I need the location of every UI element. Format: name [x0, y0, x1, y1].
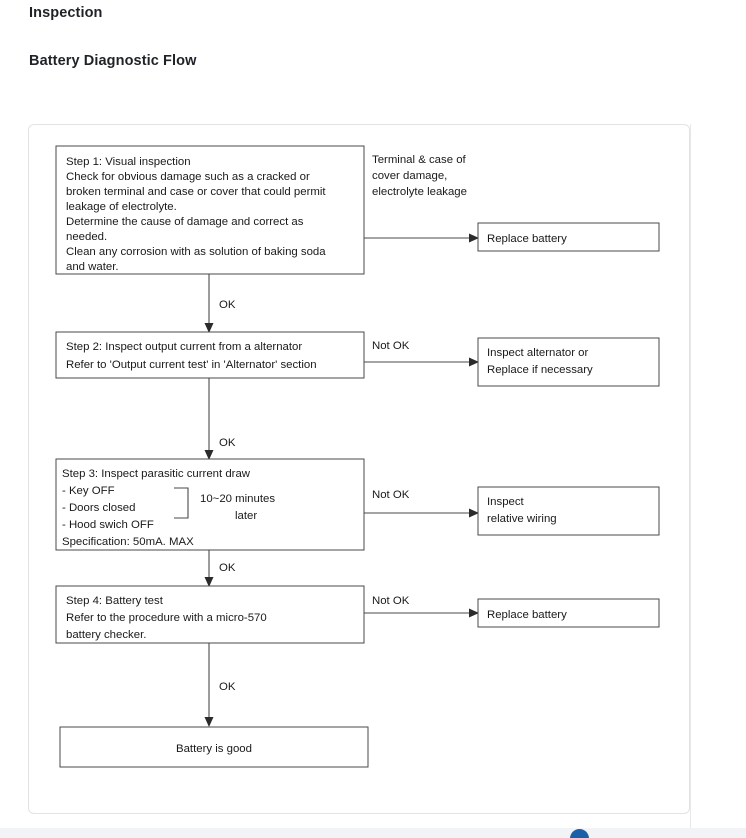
- side-note-line-2: electrolyte leakage: [372, 186, 467, 198]
- diagram-card: Step 1: Visual inspection Check for obvi…: [28, 124, 690, 814]
- side-note-line-0: Terminal & case of: [372, 154, 467, 166]
- step1-line-6: Clean any corrosion with as solution of …: [66, 246, 326, 258]
- outcome3-line-1: relative wiring: [487, 513, 557, 525]
- grouping-bracket: [174, 487, 189, 519]
- outcome3-box: [477, 486, 660, 536]
- step3-box: [55, 458, 365, 551]
- not-ok-label-2: Not OK: [372, 340, 410, 352]
- step4-to-outcome4-arrowhead: [469, 608, 479, 618]
- step2-to-step3-arrowhead: [204, 450, 214, 460]
- step3-to-outcome3-arrowhead: [469, 508, 479, 518]
- step3-line-2: - Doors closed: [62, 502, 135, 514]
- step1-line-7: and water.: [66, 261, 119, 273]
- step1-to-outcome1-arrowhead: [469, 233, 479, 243]
- step1-line-0: Step 1: Visual inspection: [66, 156, 191, 168]
- outcome4-box: [477, 598, 660, 628]
- step1-line-3: leakage of electrolyte.: [66, 201, 177, 213]
- section-title: Battery Diagnostic Flow: [29, 53, 197, 69]
- step3-to-step4-arrowhead: [204, 577, 214, 587]
- floating-action-button[interactable]: [570, 829, 589, 838]
- step4-to-result-arrowhead: [204, 717, 214, 727]
- step2-box: [55, 331, 365, 379]
- result-box: [59, 726, 369, 768]
- step4-line-1: Refer to the procedure with a micro-570: [66, 612, 267, 624]
- ok-label-3: OK: [219, 562, 236, 574]
- step3-line-0: Step 3: Inspect parasitic current draw: [62, 468, 251, 480]
- step1-to-step2-arrowhead: [204, 323, 214, 333]
- step3-line-4: Specification: 50mA. MAX: [62, 536, 194, 548]
- battery-diagnostic-flowchart: Step 1: Visual inspection Check for obvi…: [55, 145, 660, 768]
- step1-line-2: broken terminal and case or cover that c…: [66, 186, 326, 198]
- result-label: Battery is good: [176, 743, 252, 755]
- outcome2-line-0: Inspect alternator or: [487, 347, 589, 359]
- panel-right-edge: [690, 124, 691, 828]
- step1-box: [55, 145, 365, 275]
- outcome2-line-1: Replace if necessary: [487, 364, 593, 376]
- ok-label-1: OK: [219, 299, 236, 311]
- step1-line-1: Check for obvious damage such as a crack…: [66, 171, 310, 183]
- step2-line-1: Refer to 'Output current test' in 'Alter…: [66, 359, 317, 371]
- step3-line-1: - Key OFF: [62, 485, 115, 497]
- ok-label-2: OK: [219, 437, 236, 449]
- bottom-bar: [0, 828, 746, 838]
- step1-line-4: Determine the cause of damage and correc…: [66, 216, 304, 228]
- step3-annotation-line-0: 10~20 minutes: [200, 493, 275, 505]
- step4-line-2: battery checker.: [66, 629, 146, 641]
- outcome1-box: [477, 222, 660, 252]
- page-title: Inspection: [29, 5, 103, 21]
- step3-annotation-line-1: later: [235, 510, 257, 522]
- step4-box: [55, 585, 365, 644]
- outcome4-line-0: Replace battery: [487, 609, 567, 621]
- outcome3-line-0: Inspect: [487, 496, 525, 508]
- not-ok-label-4: Not OK: [372, 595, 410, 607]
- side-note-line-1: cover damage,: [372, 170, 447, 182]
- not-ok-label-3: Not OK: [372, 489, 410, 501]
- step2-to-outcome2-arrowhead: [469, 357, 479, 367]
- outcome2-box: [477, 337, 660, 387]
- step3-line-3: - Hood swich OFF: [62, 519, 154, 531]
- outcome1-line-0: Replace battery: [487, 233, 567, 245]
- step1-line-5: needed.: [66, 231, 107, 243]
- ok-label-4: OK: [219, 681, 236, 693]
- step2-line-0: Step 2: Inspect output current from a al…: [66, 341, 302, 353]
- step4-line-0: Step 4: Battery test: [66, 595, 164, 607]
